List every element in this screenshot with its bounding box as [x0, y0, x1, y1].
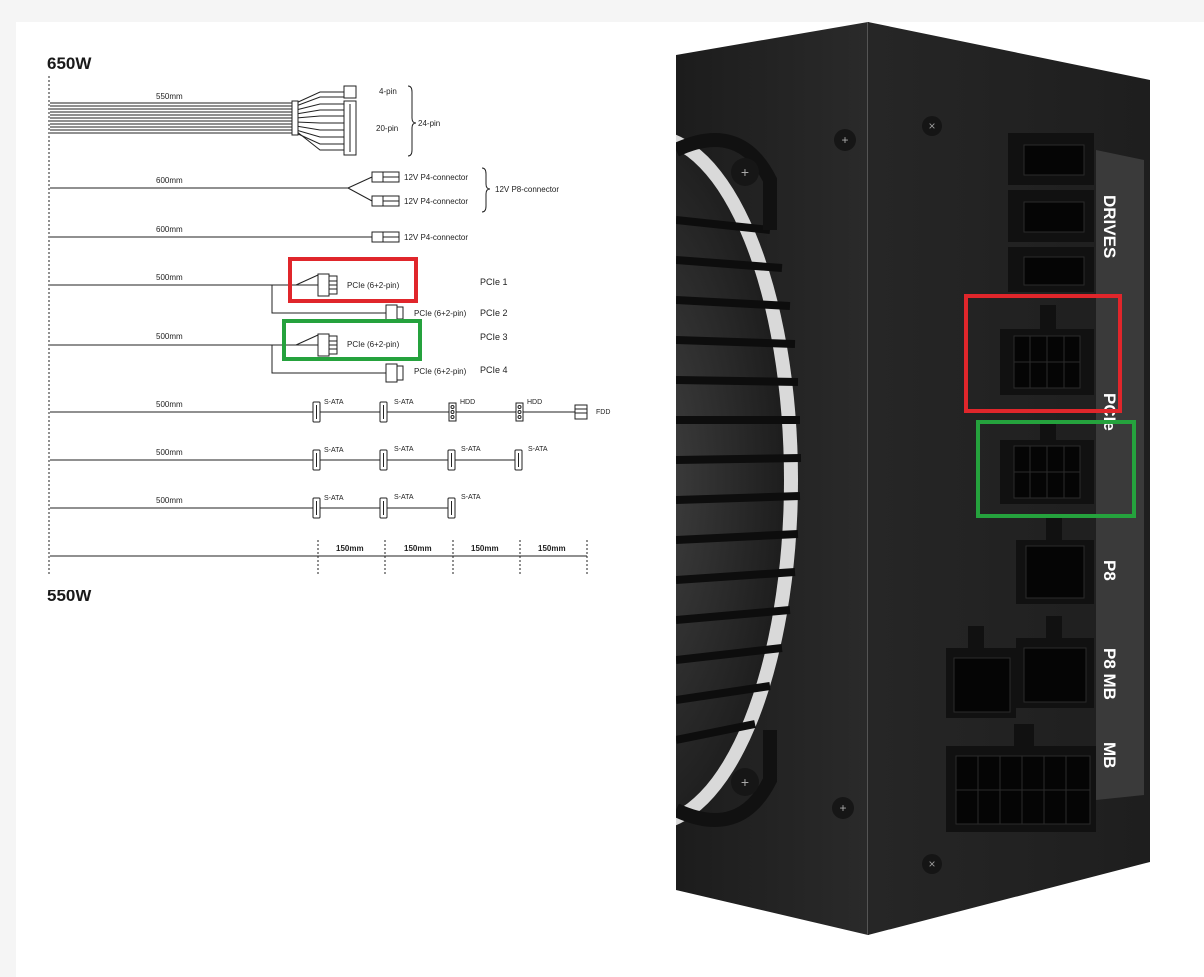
- connector-label: S-ATA: [461, 494, 481, 501]
- psu-photo: + + + + × ×: [676, 22, 1150, 935]
- cable-length-label: 500mm: [156, 332, 183, 341]
- cable-length-label: 500mm: [156, 448, 183, 457]
- fan-grill: [676, 216, 802, 744]
- spacing-label: 150mm: [471, 544, 499, 553]
- connector-label: HDD: [460, 399, 475, 406]
- connector-label: S-ATA: [394, 494, 414, 501]
- svg-text:+: +: [741, 164, 749, 180]
- next-wattage-heading: 550W: [47, 590, 92, 605]
- psu-label-p8-mb: P8 MB: [1100, 648, 1119, 700]
- connector-label: PCIe (6+2-pin): [347, 281, 400, 290]
- svg-text:+: +: [839, 801, 846, 815]
- pcie-sockets: [1000, 305, 1094, 504]
- pcie-connector-3: [317, 333, 330, 357]
- pcie-port-label: PCIe 3: [480, 332, 508, 342]
- psu-label-mb: MB: [1100, 742, 1119, 768]
- connector-label: S-ATA: [528, 446, 548, 453]
- mb-socket: [946, 724, 1096, 832]
- psu-label-p8: P8: [1100, 560, 1119, 581]
- p8-mb-sockets: [946, 616, 1094, 718]
- p8-socket: [1016, 518, 1094, 604]
- screw-icon: [834, 129, 856, 151]
- connector-label: 12V P4-connector: [404, 197, 468, 206]
- cable-diagram: 650W 550mm 4-pin 20-pin 24-pin 600mm 12V…: [47, 54, 610, 576]
- pcie-3-green-highlight: [282, 319, 422, 361]
- drives-sockets: [1008, 133, 1094, 292]
- next-heading-clip: 550W: [40, 590, 120, 630]
- label-strip: [1096, 150, 1144, 800]
- svg-text:+: +: [841, 133, 848, 147]
- psu-label-drives: DRIVES: [1100, 195, 1119, 258]
- pcie-connector-2: [385, 304, 398, 322]
- connector-label: 12V P4-connector: [404, 233, 468, 242]
- p8-brace: [481, 167, 491, 213]
- pcie-socket-green-highlight: [976, 420, 1136, 518]
- cable-length-label: 550mm: [156, 92, 183, 101]
- connector-label: FDD: [596, 409, 610, 416]
- mb-cable-bundle: [50, 91, 344, 151]
- screw-icon: [731, 158, 759, 186]
- screw-icon: [832, 797, 854, 819]
- pcie-socket-red-highlight: [964, 294, 1122, 413]
- spacing-label: 150mm: [404, 544, 432, 553]
- cable-length-label: 600mm: [156, 176, 183, 185]
- mb-4pin-connector: [343, 85, 357, 99]
- pcie-connector-1: [317, 273, 330, 297]
- pcie-port-label: PCIe 1: [480, 277, 508, 287]
- pcie-port-label: PCIe 4: [480, 365, 508, 375]
- pcie-1-red-highlight: [288, 257, 418, 303]
- connector-label: S-ATA: [461, 446, 481, 453]
- connector-label: S-ATA: [324, 447, 344, 454]
- connector-label: S-ATA: [394, 446, 414, 453]
- cable-length-label: 500mm: [156, 496, 183, 505]
- screw-icon: [922, 116, 942, 136]
- fan: [676, 149, 784, 811]
- screw-icon: [922, 854, 942, 874]
- connector-label: 4-pin: [379, 87, 397, 96]
- cable-length-label: 500mm: [156, 400, 183, 409]
- connector-label: S-ATA: [394, 399, 414, 406]
- mb-brace: [407, 85, 417, 157]
- p4-connector-a: [371, 171, 384, 183]
- connector-label: PCIe (6+2-pin): [414, 309, 467, 318]
- p4-connector-c: [371, 231, 384, 243]
- cable-length-label: 600mm: [156, 225, 183, 234]
- spacing-label: 150mm: [538, 544, 566, 553]
- p4-connector-b: [371, 195, 384, 207]
- connector-group-label: 12V P8-connector: [495, 185, 559, 194]
- cable-length-label: 500mm: [156, 273, 183, 282]
- svg-text:+: +: [741, 774, 749, 790]
- connector-label: S-ATA: [324, 399, 344, 406]
- connector-group-label: 24-pin: [418, 119, 440, 128]
- screw-icon: [731, 768, 759, 796]
- connector-label: PCIe (6+2-pin): [347, 340, 400, 349]
- pcie-port-label: PCIe 2: [480, 308, 508, 318]
- spacing-label: 150mm: [336, 544, 364, 553]
- hdd-connector: [515, 402, 524, 422]
- connector-label: HDD: [527, 399, 542, 406]
- hdd-connector: [448, 402, 457, 422]
- connector-label: PCIe (6+2-pin): [414, 367, 467, 376]
- wattage-heading: 650W: [47, 54, 92, 73]
- svg-text:×: ×: [928, 857, 935, 871]
- connector-label: 20-pin: [376, 124, 398, 133]
- svg-text:×: ×: [928, 119, 935, 133]
- connector-label: 12V P4-connector: [404, 173, 468, 182]
- fdd-connector: [574, 404, 588, 420]
- pcie-connector-4: [385, 363, 398, 383]
- connector-label: S-ATA: [324, 495, 344, 502]
